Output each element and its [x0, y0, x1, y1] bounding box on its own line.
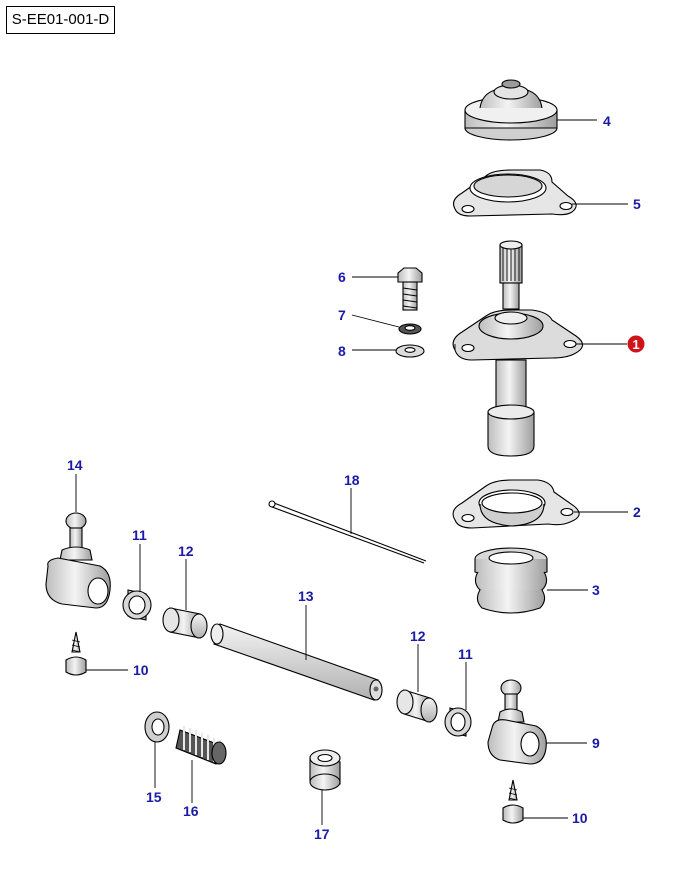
callout-11-right: 11: [458, 646, 473, 662]
part-8-washer: [395, 344, 425, 358]
callout-9: 9: [592, 735, 600, 751]
part-6-bolt: [397, 267, 423, 311]
callout-5: 5: [633, 196, 641, 212]
callout-6: 6: [338, 269, 346, 285]
callout-4: 4: [603, 113, 611, 129]
part-10-screw-right: [502, 779, 524, 824]
part-18-cotter-pin: [268, 500, 427, 564]
callout-12-right: 12: [410, 628, 426, 644]
part-17-spacer: [309, 749, 341, 791]
callout-17: 17: [314, 826, 330, 842]
part-12-bushing-right: [396, 689, 438, 723]
part-3-bellows: [474, 547, 548, 614]
part-11-collar-right: [444, 707, 472, 737]
part-14-ball-joint: [45, 512, 111, 609]
callout-11-left: 11: [132, 527, 147, 543]
part-2-gasket: [452, 479, 580, 529]
callout-10-right: 10: [572, 810, 588, 826]
callout-15: 15: [146, 789, 162, 805]
part-16-spring: [175, 726, 227, 765]
callout-1: 1: [632, 337, 639, 352]
callout-7: 7: [338, 307, 346, 323]
part-5-gasket: [453, 169, 577, 217]
leader-lines: [75, 119, 628, 825]
part-12-bushing-left: [162, 607, 208, 639]
part-11-collar-left: [122, 589, 152, 621]
part-10-screw-left: [65, 631, 87, 676]
callout-18: 18: [344, 472, 360, 488]
callout-8: 8: [338, 343, 346, 359]
part-9-ball-joint: [487, 679, 547, 765]
part-7-lock-washer: [398, 323, 422, 335]
diagram-code-label: S-EE01-001-D: [6, 6, 115, 34]
callout-13: 13: [298, 588, 314, 604]
part-1-shaft-housing: [452, 240, 584, 457]
part-4-boot: [464, 79, 558, 141]
callout-2: 2: [633, 504, 641, 520]
callout-14: 14: [67, 457, 83, 473]
callout-3: 3: [592, 582, 600, 598]
callout-10-left: 10: [133, 662, 149, 678]
callout-16: 16: [183, 803, 199, 819]
part-15-washer: [144, 711, 170, 743]
callout-12-left: 12: [178, 543, 194, 559]
callout-1-badge: 1: [627, 335, 645, 353]
part-13-tie-rod: [210, 623, 383, 701]
